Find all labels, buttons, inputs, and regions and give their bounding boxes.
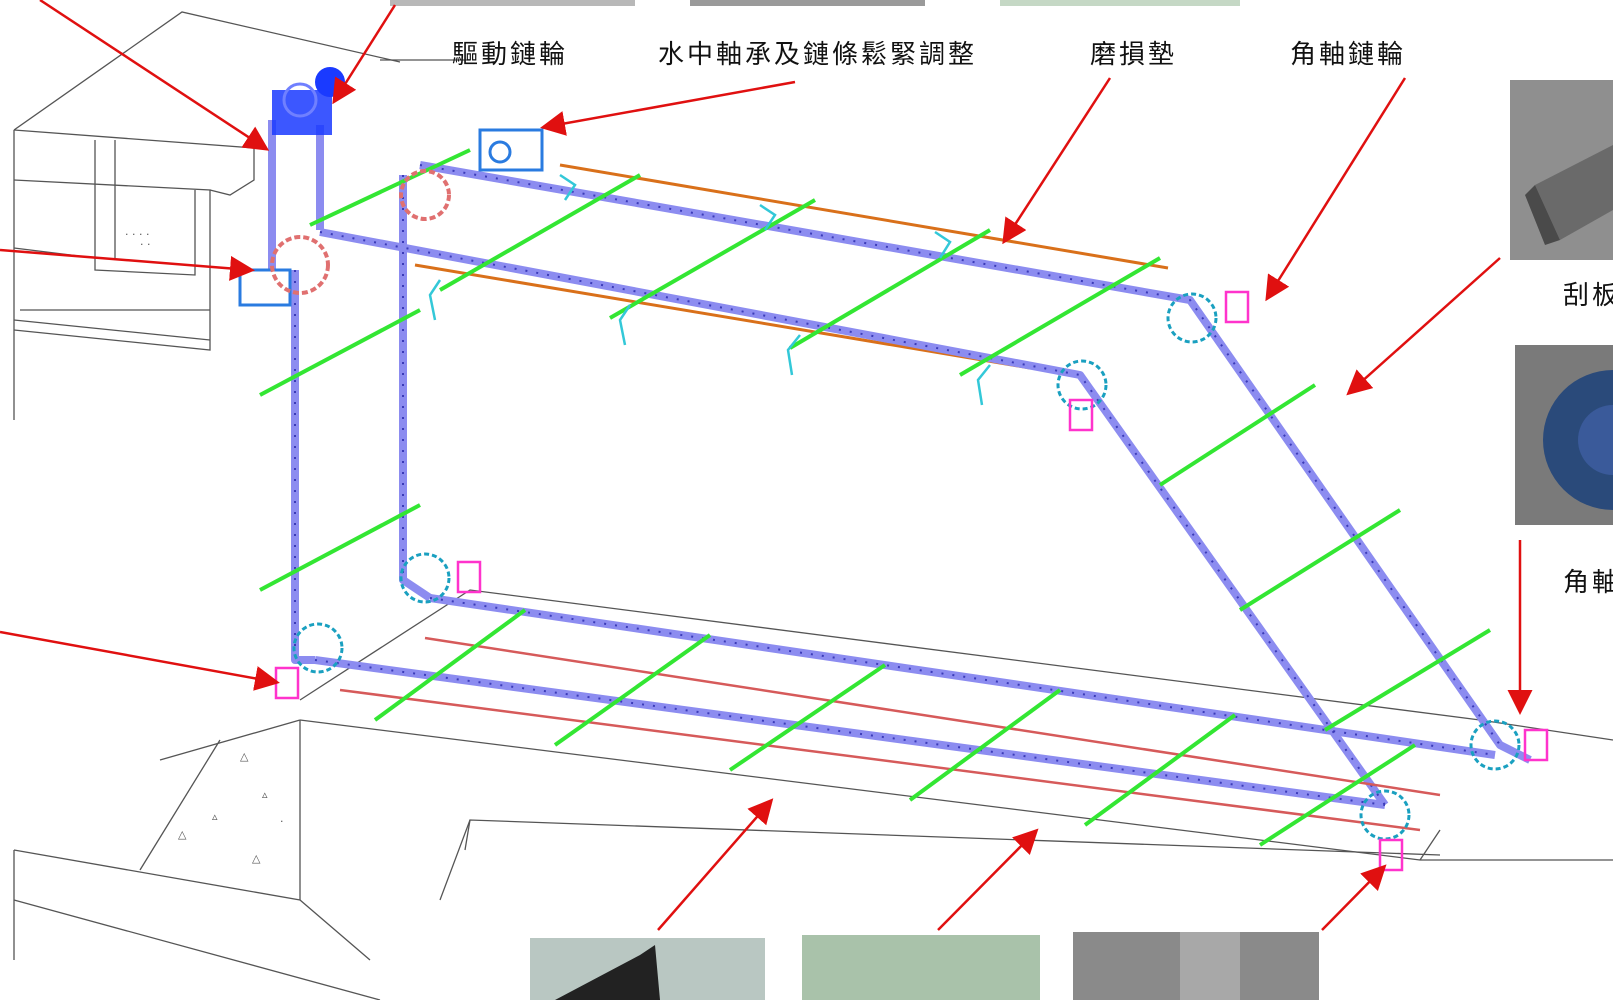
- concrete-speckles: △▵△ △▵· · · · ·· ·: [125, 228, 284, 865]
- svg-text:▵: ▵: [212, 810, 218, 823]
- photo-bottom-2: [802, 935, 1040, 1000]
- photo-strip-top-2: [690, 0, 925, 6]
- svg-text:· · · ·: · · · ·: [125, 228, 149, 241]
- svg-text:△: △: [178, 828, 187, 841]
- svg-text:△: △: [252, 852, 261, 865]
- concrete-structure: [13, 11, 1613, 1000]
- corner-brackets: [274, 290, 1549, 872]
- cyan-supports: [428, 173, 991, 406]
- top-wear-rails: [414, 163, 1169, 370]
- photo-bottom-3: [1073, 932, 1319, 1000]
- svg-text:△: △: [240, 750, 249, 763]
- chain-loop: [268, 120, 1532, 809]
- drive-unit: [238, 67, 544, 307]
- label-wear-pad: 磨損墊: [1090, 40, 1178, 70]
- photo-strip-top-3: [1000, 0, 1240, 6]
- svg-text:· ·: · ·: [140, 238, 151, 251]
- chain-link-dots: [294, 164, 1501, 806]
- label-scraper-partial: 刮板: [1563, 281, 1613, 311]
- photo-corner-sprocket: [1515, 345, 1613, 525]
- label-drive-sprocket: 驅動鏈輪: [452, 40, 569, 70]
- corner-sprockets: [292, 292, 1521, 841]
- label-corner-partial: 角軸: [1563, 568, 1613, 598]
- label-corner-sprocket: 角軸鏈輪: [1290, 40, 1407, 70]
- photo-scraper: [1510, 80, 1613, 260]
- scraper-flights: [259, 148, 1492, 847]
- svg-text:▵: ▵: [262, 788, 268, 801]
- bottom-rails: [339, 636, 1441, 832]
- photo-bottom-1: [530, 938, 765, 1000]
- photo-strip-top-1: [390, 0, 635, 6]
- annotation-arrows: [0, 0, 1533, 931]
- svg-text:·: ·: [280, 815, 284, 828]
- label-underwater-bearing: 水中軸承及鏈條鬆緊調整: [658, 40, 978, 70]
